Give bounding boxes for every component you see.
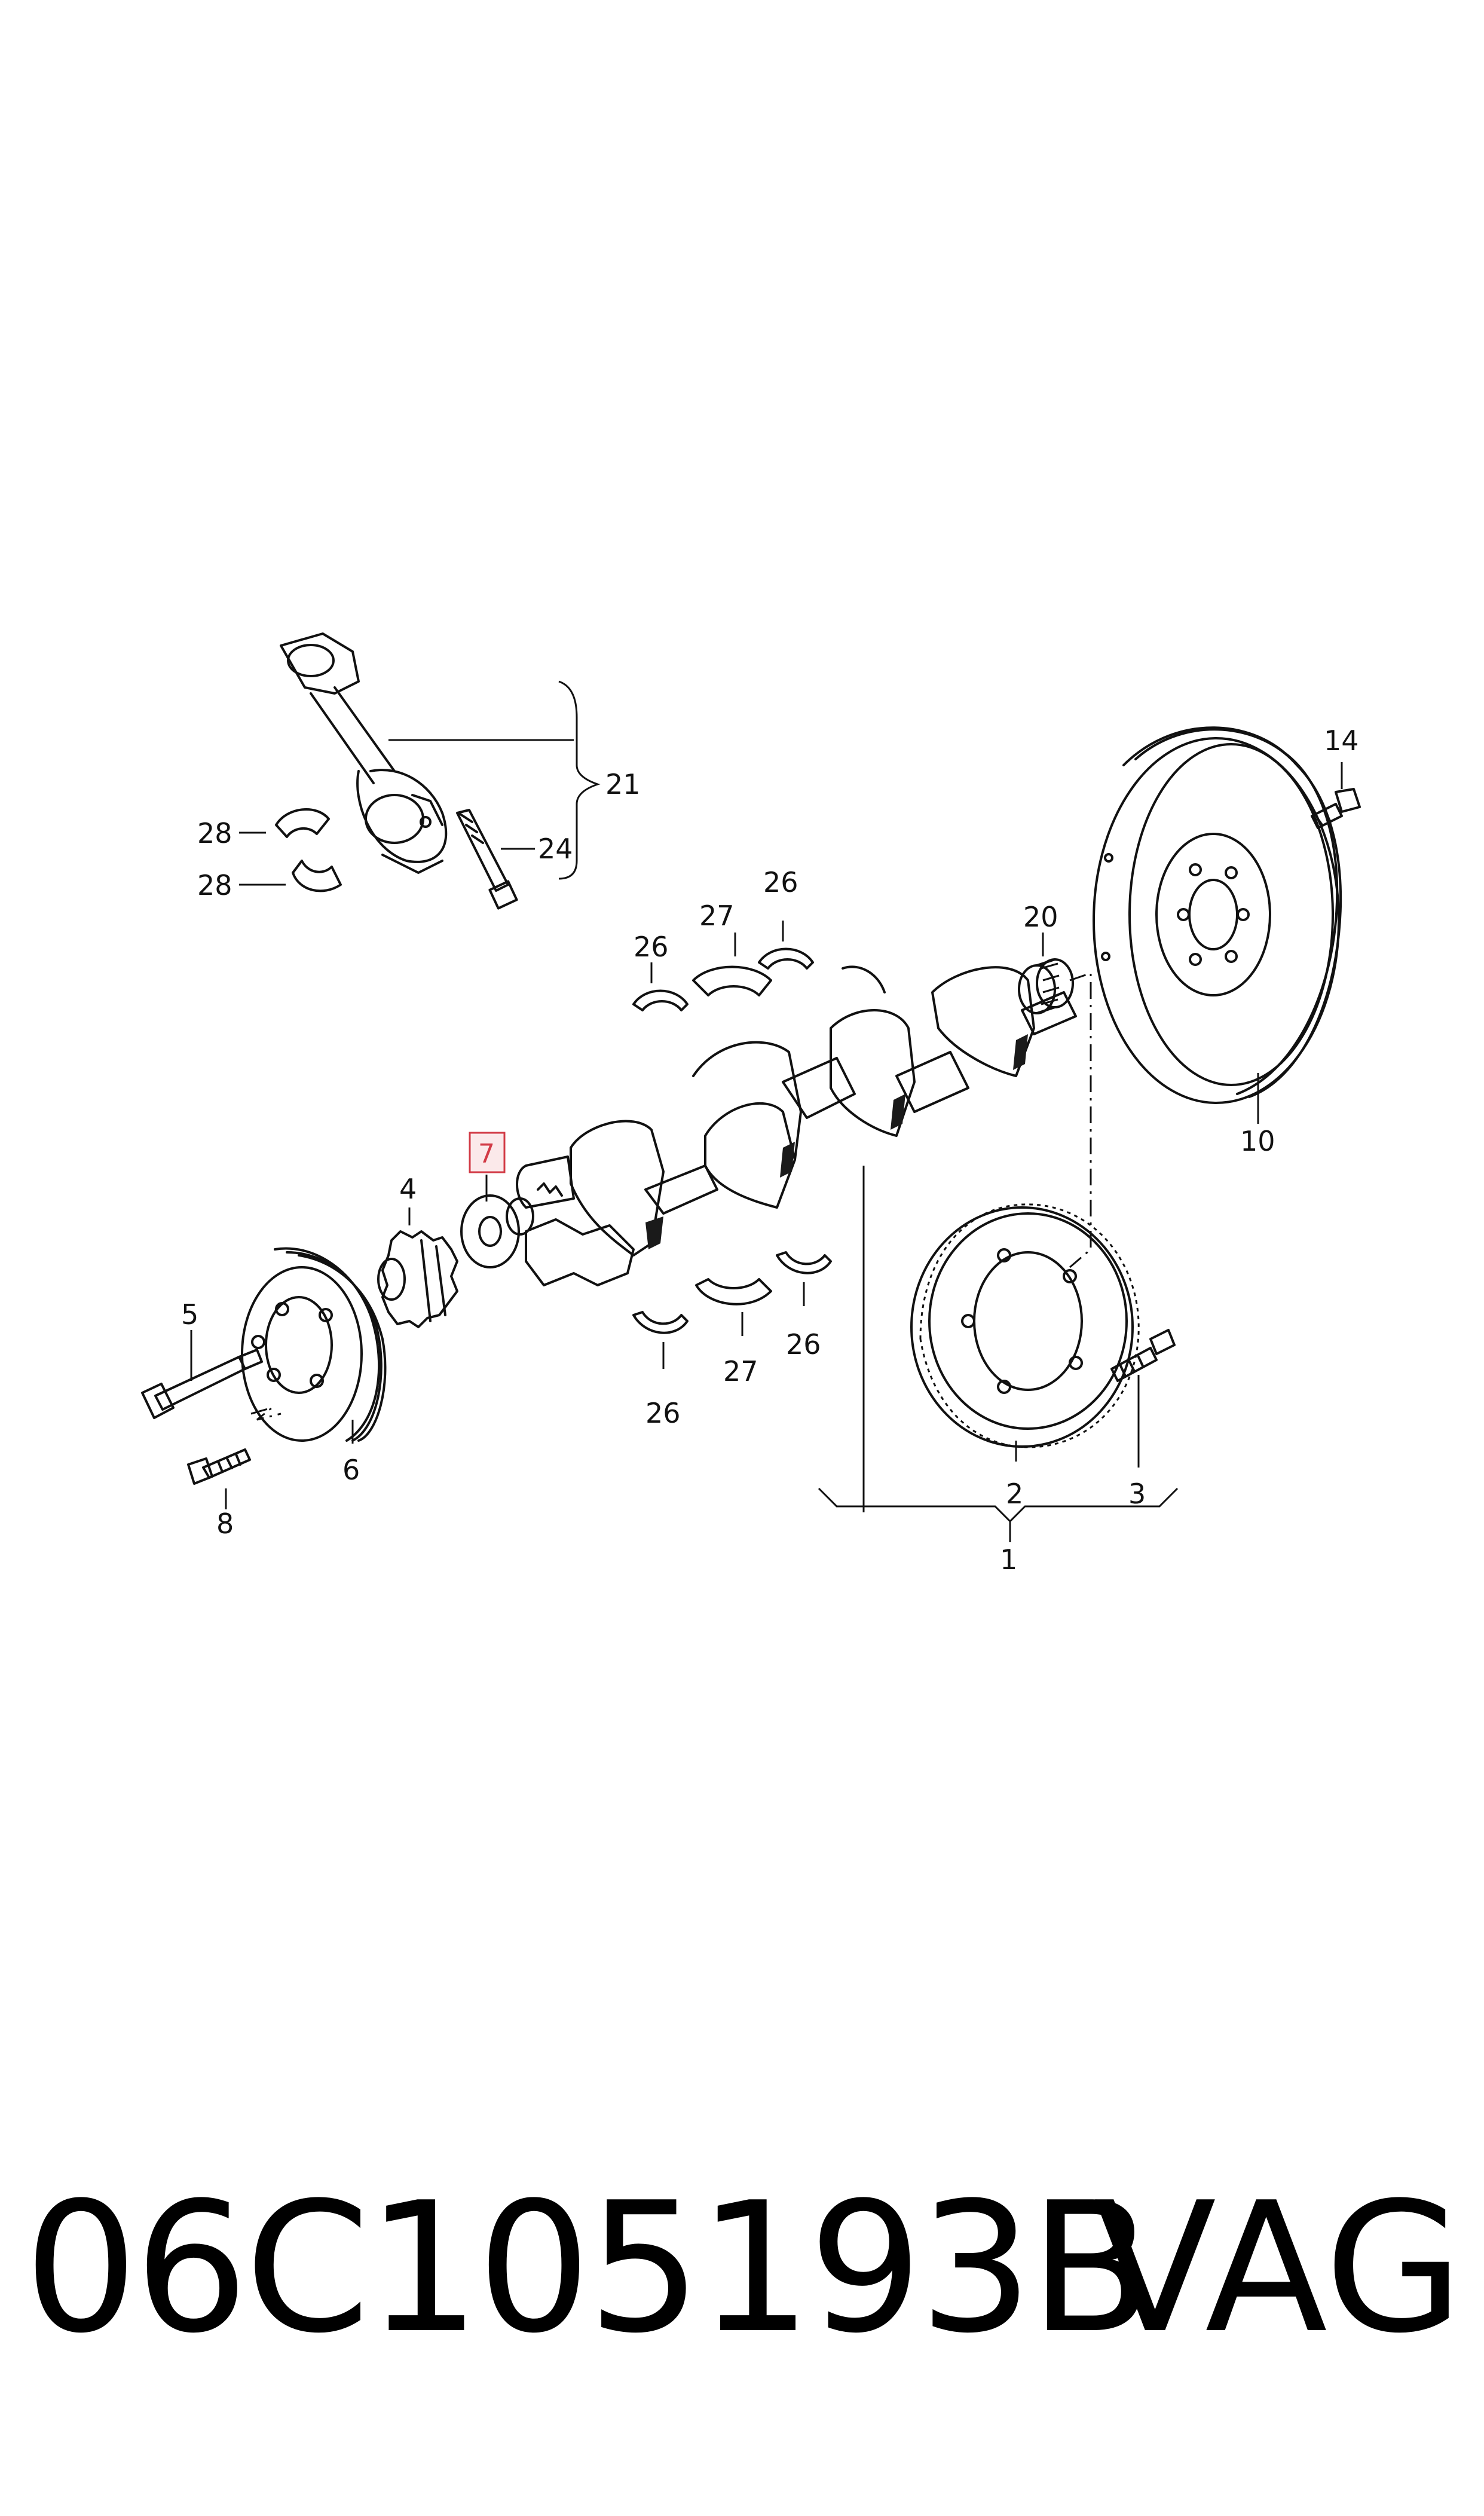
callout-21: 21: [605, 768, 641, 800]
callout-1: 1: [1000, 1543, 1017, 1576]
brand-name: VAG: [1094, 2164, 1464, 2373]
callout-3: 3: [1128, 1478, 1146, 1510]
needle-bearing: [1018, 958, 1074, 1014]
flywheel-bolt: [1311, 788, 1361, 829]
spacer-washer: [460, 1194, 520, 1268]
callout-26-lower-right: 26: [786, 1328, 821, 1361]
callout-24: 24: [538, 833, 573, 865]
callout-4: 4: [399, 1173, 417, 1205]
callout-8: 8: [216, 1508, 234, 1540]
pulley-bolt: [141, 1349, 263, 1419]
vibration-damper-pulley: [241, 1247, 387, 1442]
part-number: 06C105193B: [24, 2164, 1152, 2373]
part-number-footer: 06C105193B VAG: [24, 2164, 1463, 2373]
callout-27-upper: 27: [699, 900, 735, 932]
callout-28-lower: 28: [197, 869, 232, 901]
main-bearing-shells: [692, 965, 772, 1306]
callout-26-lower-left: 26: [645, 1397, 681, 1429]
pulley-bolt-small: [187, 1448, 251, 1485]
callout-28-upper: 28: [197, 817, 232, 849]
callout-6: 6: [342, 1454, 360, 1486]
callout-14: 14: [1324, 724, 1359, 757]
highlight-box: [469, 1132, 506, 1173]
rod-bolt: [456, 809, 518, 910]
callout-2: 2: [1006, 1478, 1023, 1510]
timing-sprocket: [377, 1230, 458, 1328]
connecting-rod: [280, 632, 448, 874]
callout-10: 10: [1240, 1125, 1275, 1157]
flywheel: [1093, 726, 1342, 1104]
callout-5: 5: [181, 1298, 198, 1331]
callout-27-lower: 27: [723, 1355, 758, 1387]
ring-gear: [910, 1203, 1140, 1448]
callout-26-upper-right: 26: [763, 866, 798, 898]
rod-bearing-shells: [275, 808, 342, 892]
crankshaft: [506, 965, 1077, 1286]
thrust-washers: [632, 947, 832, 1334]
callout-7: 7: [478, 1139, 495, 1169]
callout-26-upper-left: 26: [634, 931, 669, 963]
ring-gear-bolt: [1110, 1329, 1176, 1382]
callout-20: 20: [1023, 901, 1058, 933]
